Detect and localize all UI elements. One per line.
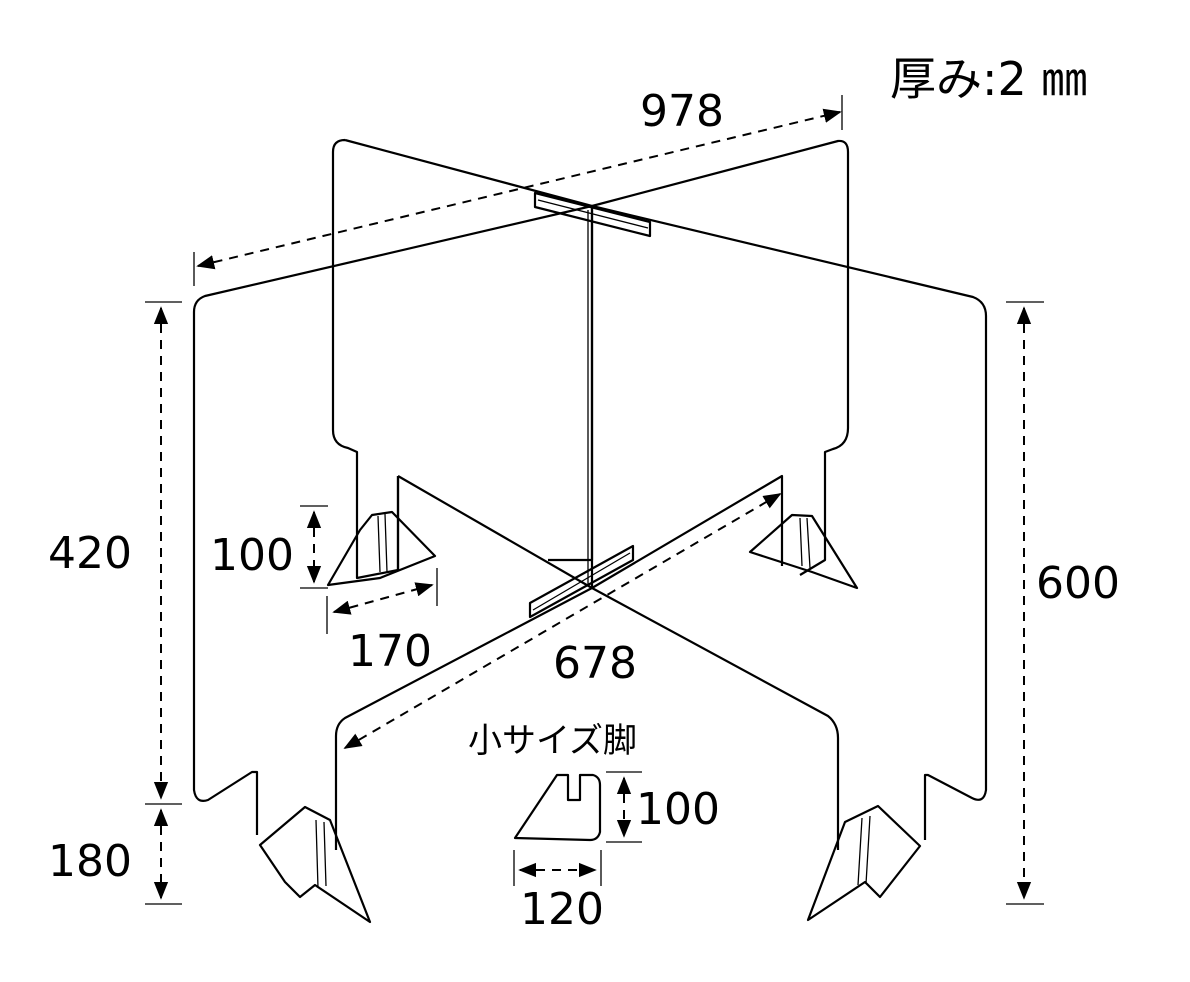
dim-label-small-foot-height: 100 (636, 784, 720, 835)
panel-cross-lower (396, 474, 784, 589)
foot-front-left (258, 805, 372, 924)
thickness-label: 厚み:2 ㎜ (890, 52, 1087, 106)
panel-back-right (591, 139, 850, 576)
panel-front-right (591, 204, 988, 850)
dim-label-420: 420 (48, 528, 132, 579)
dim-420 (145, 301, 182, 905)
dim-label-foot-height: 100 (210, 530, 294, 581)
bottom-connector (528, 544, 635, 619)
dim-foot (300, 505, 438, 634)
dim-small-leg (513, 771, 642, 886)
dim-label-180: 180 (48, 836, 132, 887)
small-leg-title: 小サイズ脚 (468, 721, 637, 761)
dim-678 (343, 493, 782, 749)
dim-600 (1006, 301, 1044, 905)
foot-front-right (806, 804, 922, 922)
dim-label-600: 600 (1036, 558, 1120, 609)
center-post (587, 206, 594, 588)
dim-label-678: 678 (553, 638, 637, 689)
small-leg-shape (513, 773, 602, 842)
dim-label-978: 978 (640, 86, 724, 137)
dim-label-foot-depth: 170 (348, 626, 432, 677)
foot-back-right (748, 513, 859, 590)
dim-label-small-foot-width: 120 (520, 884, 604, 935)
dim-978 (193, 95, 843, 286)
